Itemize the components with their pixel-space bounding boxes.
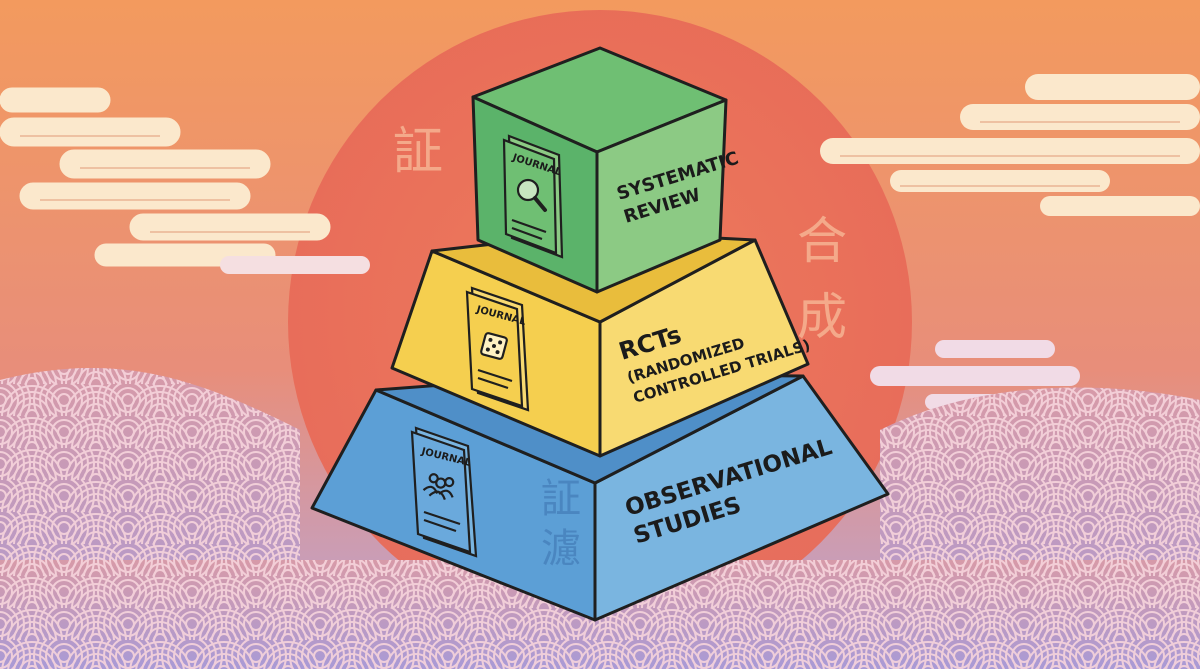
magnifier-icon	[516, 178, 547, 212]
cloud-right-lines	[840, 121, 1180, 187]
journal-middle: JOURNAL	[465, 286, 530, 412]
tier-top-front-face	[595, 98, 728, 294]
cloud-left	[0, 87, 331, 267]
kanji-left: 証	[393, 122, 443, 180]
kanji-right-bottom: 成	[797, 288, 847, 346]
cloud-right	[820, 74, 1200, 216]
cloud-left-small	[220, 256, 370, 274]
journal-bottom: JOURNAL	[410, 426, 478, 558]
cloud-left-lines	[20, 135, 310, 233]
kanji-right-top: 合	[797, 212, 847, 270]
dice-icon	[480, 332, 508, 360]
kanji-pyramid-top: 証	[541, 476, 581, 522]
people-icon	[422, 473, 455, 500]
journal-top: JOURNAL	[502, 134, 564, 259]
kanji-pyramid-bottom: 濾	[541, 526, 581, 572]
